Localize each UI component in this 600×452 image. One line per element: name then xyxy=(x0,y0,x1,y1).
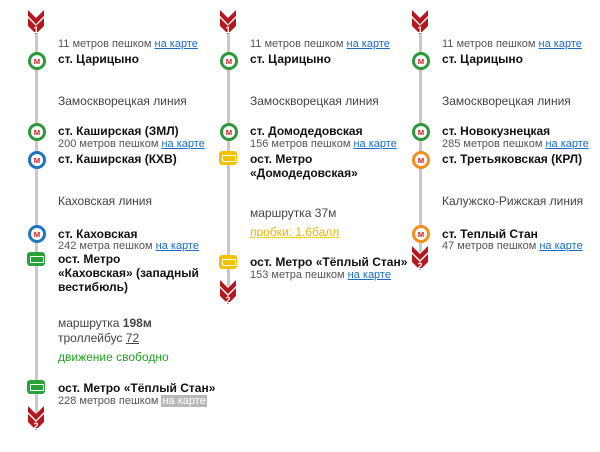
metro-icon: м xyxy=(220,123,238,141)
transit-option: троллейбус 72 xyxy=(58,331,140,345)
station-name: ст. Каширская (ЗМЛ) xyxy=(58,124,179,138)
bus-icon xyxy=(27,252,45,266)
traffic-status[interactable]: пробки: 1.6балл xyxy=(250,225,340,239)
metro-icon: м xyxy=(412,52,430,70)
metro-icon: м xyxy=(412,151,430,169)
start-pin-icon xyxy=(28,10,44,34)
metro-icon: м xyxy=(220,52,238,70)
finish-pin-icon xyxy=(220,280,236,304)
station-name: ст. Царицыно xyxy=(250,52,331,66)
walk-info: 200 метров пешком на карте xyxy=(58,138,205,150)
metro-icon: м xyxy=(412,225,430,243)
walk-info: 228 метров пешком на карте xyxy=(58,395,207,407)
map-link[interactable]: на карте xyxy=(538,38,582,50)
start-pin-icon xyxy=(220,10,236,34)
bus-icon xyxy=(219,255,237,269)
pin-number: 1 xyxy=(225,25,231,35)
pin-number: 2 xyxy=(225,295,231,305)
pin-number: 1 xyxy=(33,25,39,35)
bus-icon xyxy=(219,151,237,165)
map-link[interactable]: на карте xyxy=(346,38,390,50)
map-link[interactable]: на карте xyxy=(155,240,199,252)
finish-pin-icon xyxy=(412,246,428,270)
bus-stop-name: ост. Метро «Домодедовская» xyxy=(250,152,358,180)
map-link[interactable]: на карте xyxy=(539,240,583,252)
walk-info: 242 метра пешком на карте xyxy=(58,240,199,252)
bus-stop-name: ост. Метро «Тёплый Стан» xyxy=(58,381,216,395)
walk-info: 153 метра пешком на карте xyxy=(250,269,391,281)
metro-icon: м xyxy=(28,52,46,70)
station-name: ст. Каховская xyxy=(58,227,138,241)
station-name: ст. Третьяковская (КРЛ) xyxy=(442,152,583,166)
station-name: ст. Теплый Стан xyxy=(442,227,538,241)
metro-icon: м xyxy=(28,225,46,243)
transit-option: маршрутка 198м xyxy=(58,316,152,330)
walk-info: 156 метров пешком на карте xyxy=(250,138,397,150)
bus-stop-name: ост. Метро «Каховская» (западный вестибю… xyxy=(58,252,199,294)
traffic-status: движение свободно xyxy=(58,350,169,364)
walk-info: 285 метров пешком на карте xyxy=(442,138,589,150)
map-link[interactable]: на карте xyxy=(347,269,391,281)
metro-icon: м xyxy=(28,151,46,169)
metro-line-name: Замоскворецкая линия xyxy=(442,94,571,108)
walk-info: 11 метров пешком на карте xyxy=(58,38,198,50)
map-link[interactable]: на карте xyxy=(161,395,207,407)
bus-stop-name: ост. Метро «Тёплый Стан» xyxy=(250,255,408,269)
station-name: ст. Царицыно xyxy=(58,52,139,66)
metro-icon: м xyxy=(28,123,46,141)
map-link[interactable]: на карте xyxy=(154,38,198,50)
station-name: ст. Каширская (КХВ) xyxy=(58,152,177,166)
metro-line-name: Калужско-Рижская линия xyxy=(442,194,584,208)
route-column-3: 1 11 метров пешком на карте м ст. Царицы… xyxy=(410,0,600,452)
walk-info: 11 метров пешком на карте xyxy=(250,38,390,50)
pin-number: 1 xyxy=(417,25,423,35)
bus-icon xyxy=(27,380,45,394)
station-name: ст. Новокузнецкая xyxy=(442,124,551,138)
route-line xyxy=(35,20,38,420)
metro-line-name: Замоскворецкая линия xyxy=(250,94,379,108)
map-link[interactable]: на карте xyxy=(545,138,589,150)
metro-line-name: Замоскворецкая линия xyxy=(58,94,187,108)
pin-number: 2 xyxy=(417,261,423,271)
metro-line-name: Каховская линия xyxy=(58,194,152,208)
route-column-1: 1 11 метров пешком на карте м ст. Царицы… xyxy=(26,0,216,452)
map-link[interactable]: на карте xyxy=(353,138,397,150)
route-column-2: 1 11 метров пешком на карте м ст. Царицы… xyxy=(218,0,408,452)
finish-pin-icon xyxy=(28,406,44,430)
map-link[interactable]: на карте xyxy=(161,138,205,150)
transit-option: маршрутка 37м xyxy=(250,206,337,220)
walk-info: 11 метров пешком на карте xyxy=(442,38,582,50)
metro-icon: м xyxy=(412,123,430,141)
pin-number: 2 xyxy=(33,421,39,431)
walk-info: 47 метров пешком на карте xyxy=(442,240,583,252)
station-name: ст. Домодедовская xyxy=(250,124,363,138)
station-name: ст. Царицыно xyxy=(442,52,523,66)
start-pin-icon xyxy=(412,10,428,34)
